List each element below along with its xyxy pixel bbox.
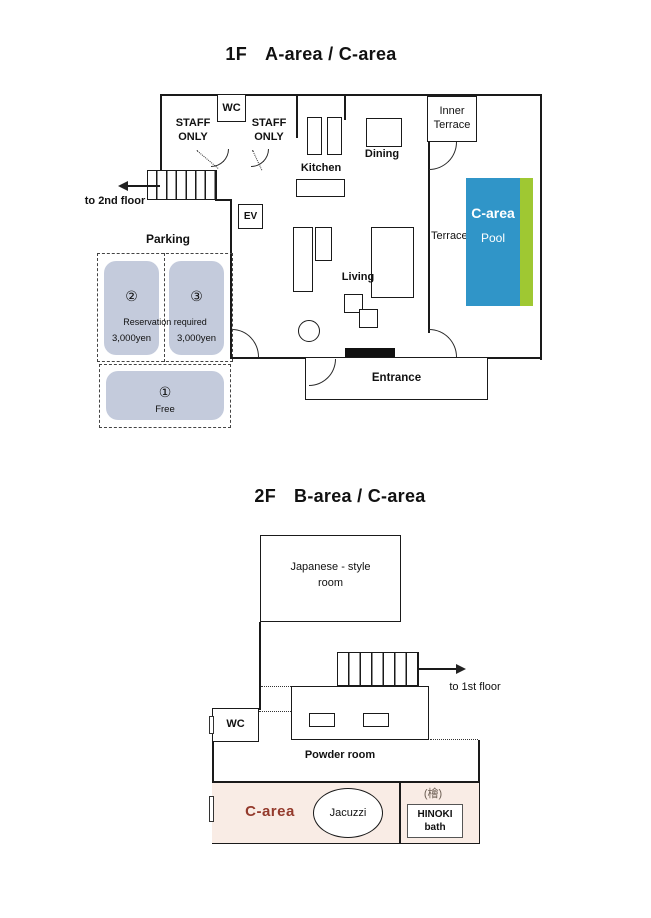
- f1-parking-spot-2: [104, 261, 159, 355]
- f1-parking-spot-1: [106, 371, 224, 420]
- f2-stairs-arrow-icon: [456, 664, 466, 674]
- f1-dining-table: [366, 118, 402, 147]
- f1-to-2nd-floor-label: to 2nd floor: [84, 195, 146, 207]
- f2-dotted-hall: [261, 686, 291, 687]
- f1-wall-below-stairs: [215, 199, 232, 201]
- f2-wall-left-mid: [259, 622, 261, 710]
- floor1-title-floor: 1F: [225, 44, 248, 64]
- f1-entrance-label: Entrance: [371, 372, 422, 384]
- f1-wall-top: [160, 94, 542, 96]
- f2-jacuzzi-label: Jacuzzi: [329, 807, 367, 819]
- floor1-title: 1F A-area / C-area: [161, 44, 461, 65]
- f1-stairs-arrow-line: [128, 185, 160, 187]
- f1-sofa-2: [315, 227, 332, 261]
- f2-wall-right: [478, 740, 480, 844]
- f2-wc-label: WC: [226, 718, 245, 730]
- f2-jacuzzi-shape: [313, 788, 383, 838]
- f1-wall-right: [540, 94, 542, 360]
- f1-pool-label: Pool: [480, 231, 506, 245]
- f2-c-area-label: C-area: [245, 803, 295, 820]
- f2-sink-2: [363, 713, 389, 727]
- f1-parking-lot-upper: [97, 253, 233, 362]
- f1-elevator-label: EV: [243, 211, 258, 222]
- f2-japanese-room-label-line2: room: [317, 577, 344, 589]
- f1-spot-1-free-label: Free: [155, 404, 175, 415]
- f1-terrace-label: Terrace: [431, 230, 468, 242]
- f2-wc-window: [209, 716, 214, 734]
- f1-parking-lot-lower: [99, 364, 231, 428]
- f1-round-table: [298, 320, 320, 342]
- f1-stairs-arrow-icon: [118, 181, 128, 191]
- f2-japanese-room-box: [260, 535, 401, 622]
- floor2-title-floor: 2F: [254, 486, 277, 506]
- floor2-title: 2F B-area / C-area: [190, 486, 490, 507]
- f1-wc-box: [217, 94, 246, 122]
- f1-tv-board: [371, 227, 414, 298]
- f1-wc-label: WC: [222, 102, 241, 114]
- f1-reservation-note: Reservation required: [123, 317, 207, 327]
- floor2-title-area: B-area / C-area: [294, 486, 426, 506]
- f2-hinoki-kanji-label: (檜): [423, 788, 443, 800]
- f1-parking-title: Parking: [145, 232, 190, 246]
- f2-stairs-arrow-line: [419, 668, 457, 670]
- f2-wc-box: [212, 708, 259, 742]
- f1-inner-terrace-box: [427, 96, 477, 142]
- f2-sink-1: [309, 713, 335, 727]
- f1-hall-door-arc: [232, 329, 259, 357]
- f2-japanese-room-label-line1: Japanese - style: [290, 561, 371, 573]
- f1-kitchen-fixture-2: [327, 117, 342, 155]
- f1-staff-only-left-label: STAFF ONLY: [175, 117, 211, 144]
- f1-spot-2-number: ②: [125, 288, 138, 304]
- f2-wall-bottom: [212, 842, 480, 844]
- f2-to-1st-floor-label: to 1st floor: [449, 681, 501, 693]
- f1-wall-terrace: [428, 141, 430, 333]
- f1-elevator-box: [238, 204, 263, 229]
- f1-wall-left-lower: [230, 199, 232, 359]
- f1-kitchen-fixture-1: [307, 117, 322, 155]
- f1-parking-divider: [164, 253, 165, 362]
- f1-pool-water: [466, 178, 520, 306]
- f1-kitchen-label: Kitchen: [300, 162, 342, 174]
- f2-c-area-window: [209, 796, 214, 822]
- f1-spot-3-number: ③: [190, 288, 203, 304]
- f1-pool-c-area-label: C-area: [471, 205, 515, 221]
- f1-spot-1-number: ①: [158, 384, 172, 400]
- f1-doormat: [345, 348, 395, 357]
- f2-hinoki-divider: [399, 781, 401, 843]
- f2-hinoki-bath-label: HINOKI bath: [417, 809, 453, 833]
- f1-coffee-table-2: [359, 309, 378, 328]
- f1-coffee-table-1: [344, 294, 363, 313]
- f1-wall-left-upper: [160, 94, 162, 172]
- f1-staff-right-door-arc: [251, 149, 269, 167]
- f1-spot-3-price: 3,000yen: [176, 333, 217, 344]
- f1-inner-terrace-door-arc: [429, 142, 457, 170]
- f2-hinoki-bath-box: [407, 804, 463, 838]
- f1-staff-left-door-arc: [211, 149, 229, 167]
- f1-dining-label: Dining: [364, 148, 400, 160]
- f1-wall-staff-divider: [344, 94, 346, 120]
- f2-powder-room-label: Powder room: [304, 749, 376, 761]
- f1-wall-bottom-right: [486, 357, 542, 359]
- f2-dotted-wc-powder: [259, 711, 291, 712]
- floor1-title-area: A-area / C-area: [265, 44, 397, 64]
- f1-wall-kitchen-divider: [296, 94, 298, 138]
- f1-living-label: Living: [341, 271, 375, 283]
- f1-staff-only-right-label: STAFF ONLY: [251, 117, 287, 144]
- f1-wall-bottom-left: [230, 357, 308, 359]
- f1-parking-spot-3: [169, 261, 224, 355]
- f1-inner-terrace-label: Inner Terrace: [433, 105, 471, 132]
- f1-sofa-1: [293, 227, 313, 292]
- f1-spot-2-price: 3,000yen: [111, 333, 152, 344]
- f2-stairs: [337, 652, 419, 686]
- f2-dotted-right: [430, 739, 478, 740]
- f1-pool-deck-strip: [520, 178, 533, 306]
- f1-kitchen-counter: [296, 179, 345, 197]
- f1-terrace-door-arc: [429, 329, 457, 357]
